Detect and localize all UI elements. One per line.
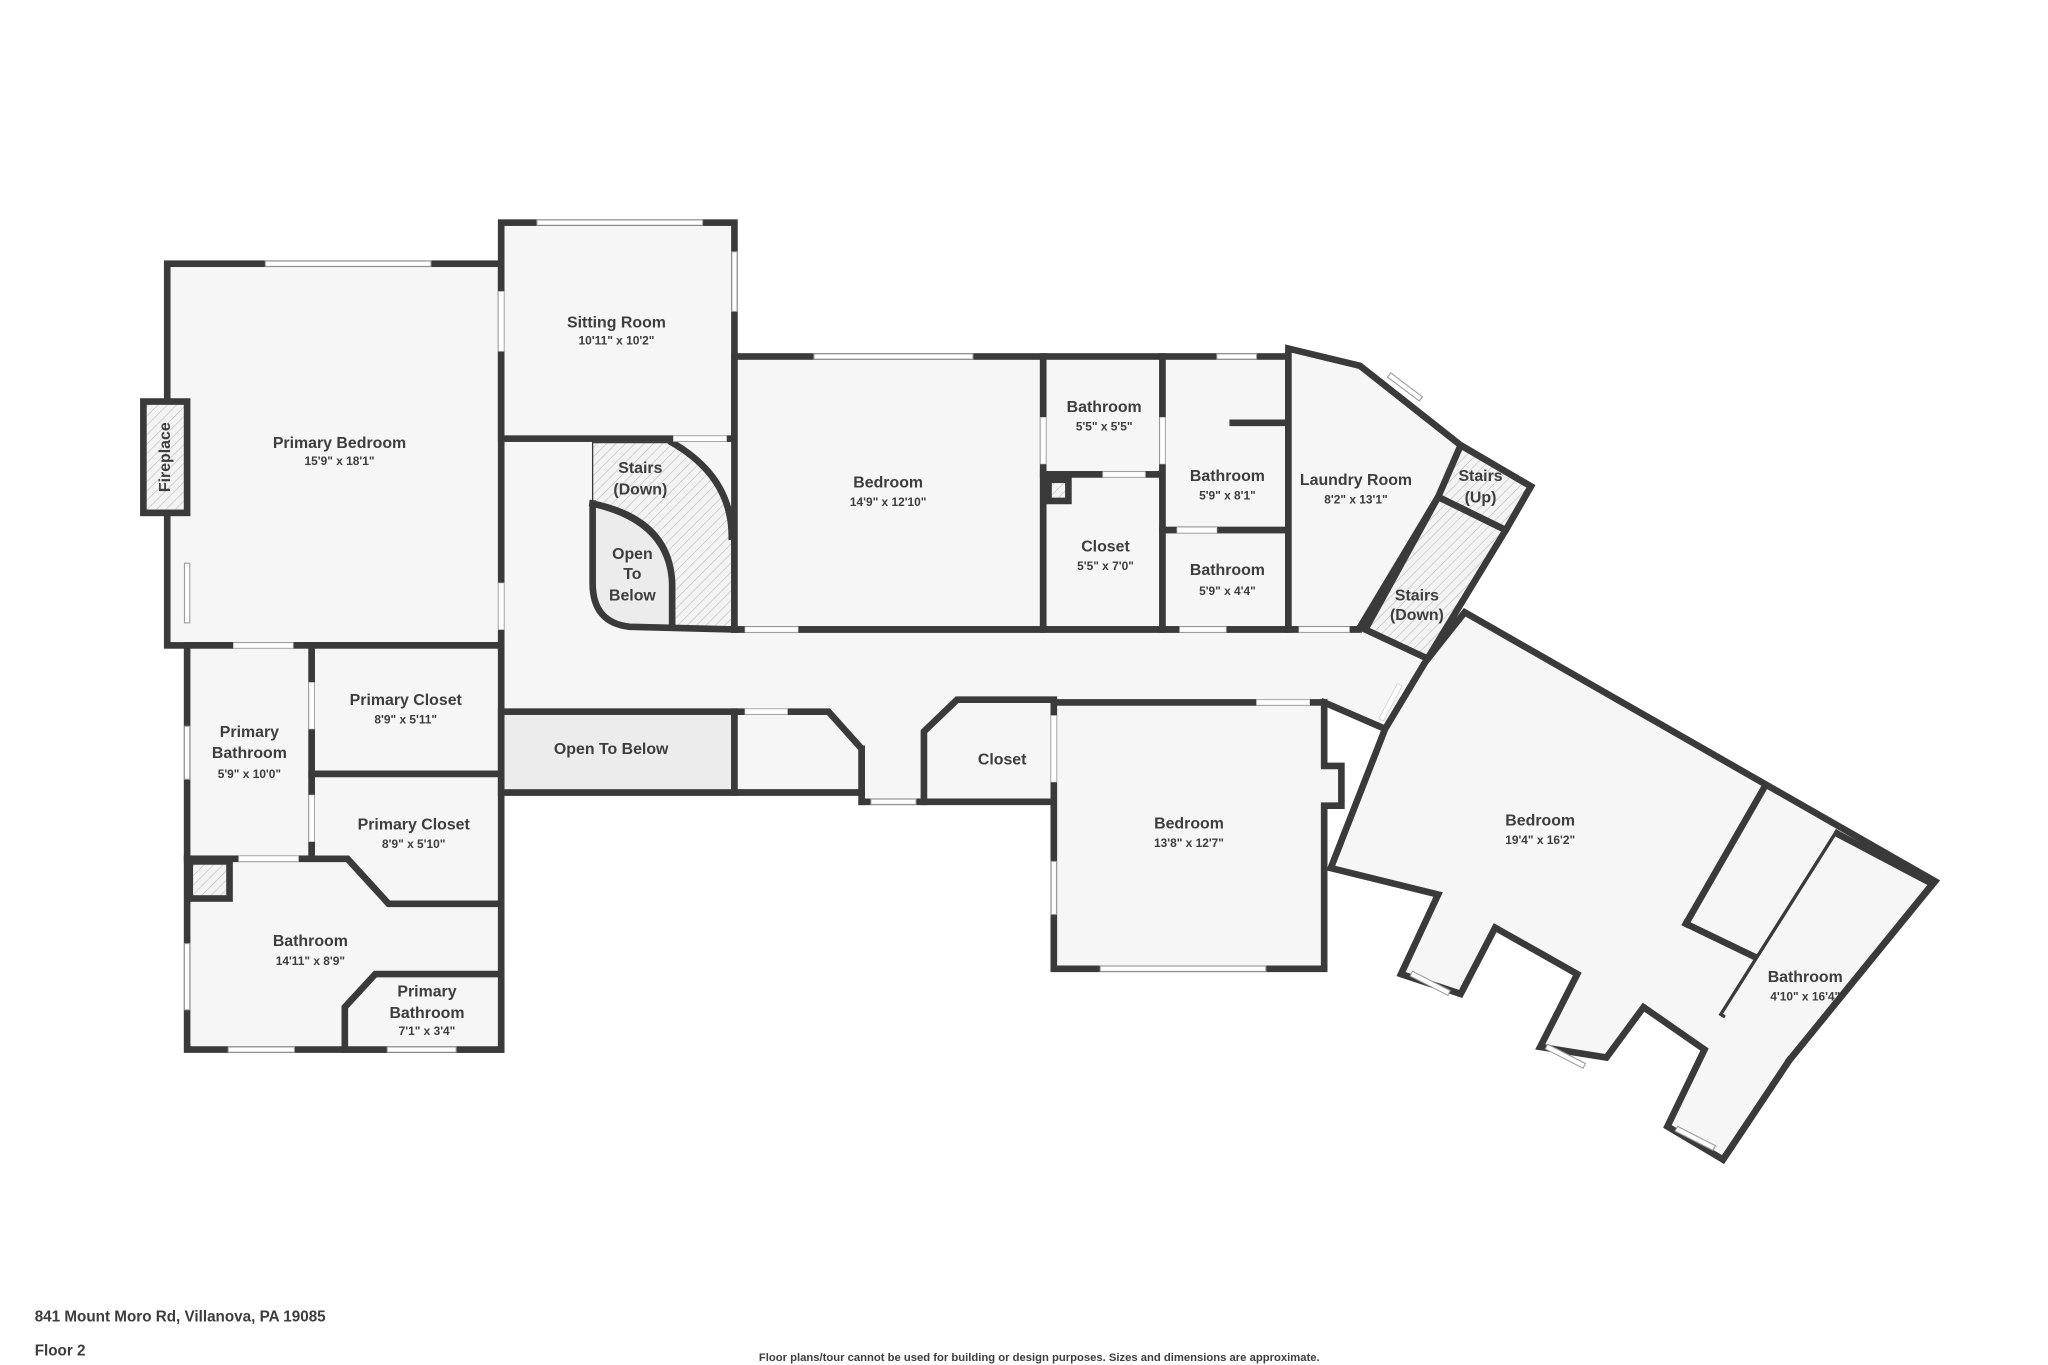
- label-open-to-below: Open To Below: [554, 741, 669, 758]
- label-bathroom-1: Bathroom 5'5" x 5'5": [1067, 399, 1142, 434]
- svg-text:5'5" x 7'0": 5'5" x 7'0": [1077, 559, 1134, 573]
- svg-text:Sitting Room: Sitting Room: [567, 314, 666, 331]
- fireplace: [140, 398, 191, 517]
- svg-text:Primary: Primary: [220, 724, 279, 741]
- svg-text:15'9" x 18'1": 15'9" x 18'1": [305, 454, 375, 468]
- svg-text:8'2" x 13'1": 8'2" x 13'1": [1324, 493, 1387, 507]
- svg-text:Primary: Primary: [397, 984, 456, 1001]
- label-bedroom-1: Bedroom 14'9" x 12'10": [850, 475, 927, 510]
- svg-text:To: To: [623, 566, 642, 583]
- svg-text:(Down): (Down): [1390, 607, 1444, 624]
- label-bedroom-2: Bedroom 13'8" x 12'7": [1154, 815, 1224, 850]
- svg-text:14'9" x 12'10": 14'9" x 12'10": [850, 495, 927, 509]
- label-open-to-below-curved: Open To Below: [609, 546, 656, 604]
- svg-text:Below: Below: [609, 587, 656, 604]
- label-bathroom-4: Bathroom 14'11" x 8'9": [273, 933, 348, 968]
- room-closet-2: [920, 696, 1058, 806]
- chase: [1045, 476, 1072, 505]
- floor-label: Floor 2: [35, 1343, 86, 1360]
- svg-text:Stairs: Stairs: [618, 460, 662, 477]
- door-openings: [233, 291, 1403, 862]
- svg-text:Laundry Room: Laundry Room: [1300, 472, 1412, 489]
- svg-text:(Down): (Down): [613, 481, 667, 498]
- label-bedroom-3: Bedroom 19'4" x 16'2": [1505, 813, 1575, 848]
- room-bathroom-2: [1159, 353, 1292, 534]
- label-stairs-down-curved: Stairs (Down): [613, 460, 667, 498]
- label-primary-bathroom-2: Primary Bathroom 7'1" x 3'4": [389, 984, 464, 1038]
- room-bedroom-1: [731, 353, 1047, 633]
- label-bathroom-5: Bathroom 4'10" x 16'4": [1768, 969, 1843, 1004]
- svg-text:(Up): (Up): [1465, 489, 1497, 506]
- svg-text:Bathroom: Bathroom: [1190, 562, 1265, 579]
- address: 841 Mount Moro Rd, Villanova, PA 19085: [35, 1308, 326, 1325]
- svg-text:Open: Open: [612, 546, 653, 563]
- svg-text:Bathroom: Bathroom: [273, 933, 348, 950]
- svg-text:Bedroom: Bedroom: [853, 475, 923, 492]
- svg-text:5'5" x 5'5": 5'5" x 5'5": [1076, 420, 1133, 434]
- label-closet-1: Closet 5'5" x 7'0": [1077, 538, 1134, 573]
- svg-text:Bathroom: Bathroom: [1190, 468, 1265, 485]
- svg-text:Closet: Closet: [1081, 538, 1130, 555]
- label-primary-closet-1: Primary Closet 8'9" x 5'11": [350, 692, 463, 727]
- svg-text:Bedroom: Bedroom: [1154, 815, 1224, 832]
- label-bathroom-3: Bathroom 5'9" x 4'4": [1190, 562, 1265, 598]
- svg-text:14'11" x 8'9": 14'11" x 8'9": [276, 954, 345, 968]
- svg-text:5'9" x 8'1": 5'9" x 8'1": [1199, 489, 1256, 503]
- room-primary-bathroom-1: [183, 642, 315, 863]
- label-primary-bathroom-1: Primary Bathroom 5'9" x 10'0": [212, 724, 287, 781]
- svg-text:19'4" x 16'2": 19'4" x 16'2": [1505, 833, 1575, 847]
- svg-text:8'9" x 5'10": 8'9" x 5'10": [382, 837, 445, 851]
- open-to-below-area: [503, 711, 732, 792]
- room-lower-closet-small: [731, 708, 865, 796]
- room-primary-closet-1: [308, 642, 505, 778]
- room-sitting-room: [497, 219, 738, 442]
- svg-text:Bathroom: Bathroom: [212, 745, 287, 762]
- label-sitting-room: Sitting Room 10'11" x 10'2": [567, 314, 666, 347]
- svg-text:4'10" x 16'4": 4'10" x 16'4": [1770, 990, 1840, 1004]
- svg-text:Primary Closet: Primary Closet: [358, 817, 471, 834]
- svg-text:5'9" x 4'4": 5'9" x 4'4": [1199, 584, 1256, 598]
- svg-text:Primary Bedroom: Primary Bedroom: [273, 435, 406, 452]
- label-closet-2: Closet: [978, 752, 1027, 769]
- label-laundry-room: Laundry Room 8'2" x 13'1": [1300, 472, 1412, 507]
- disclaimer: Floor plans/tour cannot be used for buil…: [759, 1352, 1320, 1364]
- svg-text:Bathroom: Bathroom: [1067, 399, 1142, 416]
- svg-text:8'9" x 5'11": 8'9" x 5'11": [374, 713, 437, 727]
- svg-text:13'8" x 12'7": 13'8" x 12'7": [1154, 836, 1224, 850]
- room-bathroom-3: [1159, 526, 1292, 633]
- svg-text:Bathroom: Bathroom: [1768, 969, 1843, 986]
- label-stairs-up: Stairs (Up): [1458, 468, 1502, 506]
- room-primary-bedroom: [163, 260, 505, 649]
- svg-text:7'1" x 3'4": 7'1" x 3'4": [399, 1024, 456, 1038]
- chase-2: [186, 858, 233, 902]
- label-primary-bedroom: Primary Bedroom 15'9" x 18'1": [273, 435, 406, 468]
- label-stairs-down: Stairs (Down): [1390, 587, 1444, 624]
- svg-text:Stairs: Stairs: [1395, 587, 1439, 604]
- svg-text:Bathroom: Bathroom: [389, 1005, 464, 1022]
- windows: [183, 219, 1717, 1152]
- svg-text:Primary Closet: Primary Closet: [350, 692, 463, 709]
- svg-text:10'11" x 10'2": 10'11" x 10'2": [579, 334, 655, 348]
- label-primary-closet-2: Primary Closet 8'9" x 5'10": [358, 817, 471, 852]
- label-fireplace: Fireplace: [157, 422, 174, 492]
- svg-text:5'9" x 10'0": 5'9" x 10'0": [218, 767, 281, 781]
- svg-text:Bedroom: Bedroom: [1505, 813, 1575, 830]
- label-bathroom-2: Bathroom 5'9" x 8'1": [1190, 468, 1265, 503]
- svg-text:Stairs: Stairs: [1458, 468, 1502, 485]
